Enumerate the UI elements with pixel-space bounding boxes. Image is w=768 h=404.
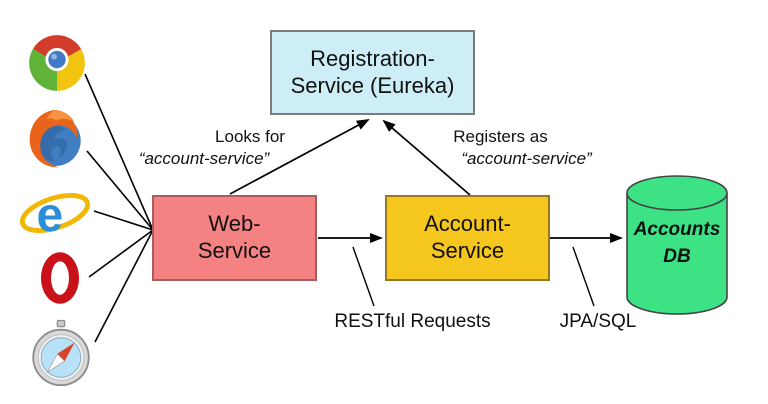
registers-as-label: Registers as xyxy=(453,127,548,146)
registration-service-label-line2: Service (Eureka) xyxy=(290,72,455,98)
label-ticks xyxy=(352,246,595,307)
safari-icon xyxy=(30,318,92,392)
accounts-db-label-line1: Accounts xyxy=(633,219,721,240)
tick-jpa xyxy=(572,246,595,307)
line-chrome-to-web xyxy=(84,73,154,231)
svg-text:e: e xyxy=(37,188,64,241)
tick-restful xyxy=(352,246,375,307)
registration-service-node: Registration- Service (Eureka) xyxy=(270,30,475,115)
account-service-label-line1: Account- xyxy=(424,211,511,237)
accounts-db-label-line2: DB xyxy=(663,245,691,267)
cylinder-body xyxy=(626,193,728,315)
jpa-sql-label: JPA/SQL xyxy=(559,311,637,332)
line-safari-to-web xyxy=(94,229,154,343)
internet-explorer-icon: e xyxy=(18,185,92,241)
chrome-icon xyxy=(28,34,86,92)
account-service-node: Account- Service xyxy=(385,195,550,281)
firefox-icon xyxy=(24,108,87,171)
looks-for-label: Looks for xyxy=(215,127,285,146)
opera-icon xyxy=(32,247,88,309)
web-service-label-line1: Web- xyxy=(208,211,261,237)
accounts-db-cylinder xyxy=(626,175,728,315)
restful-requests-label: RESTful Requests xyxy=(334,311,491,332)
account-service-label-line2: Service xyxy=(430,238,505,263)
accounts-db-label: Accounts DB xyxy=(627,217,727,270)
arrow-web-to-registration xyxy=(229,119,370,195)
cylinder-top xyxy=(626,175,728,211)
line-opera-to-web xyxy=(88,229,154,278)
arrow-account-to-registration xyxy=(382,119,471,196)
line-firefox-to-web xyxy=(86,150,154,231)
registration-service-label-line1: Registration- xyxy=(310,45,435,71)
registers-as-quote-label: “account-service” xyxy=(461,149,592,168)
line-ie-to-web xyxy=(93,210,154,231)
web-service-label-line2: Service xyxy=(197,238,272,263)
service-arrows xyxy=(229,119,623,243)
web-service-node: Web- Service xyxy=(152,195,317,281)
looks-for-quote-label: “account-service” xyxy=(138,149,270,168)
browser-connection-lines xyxy=(84,73,154,343)
